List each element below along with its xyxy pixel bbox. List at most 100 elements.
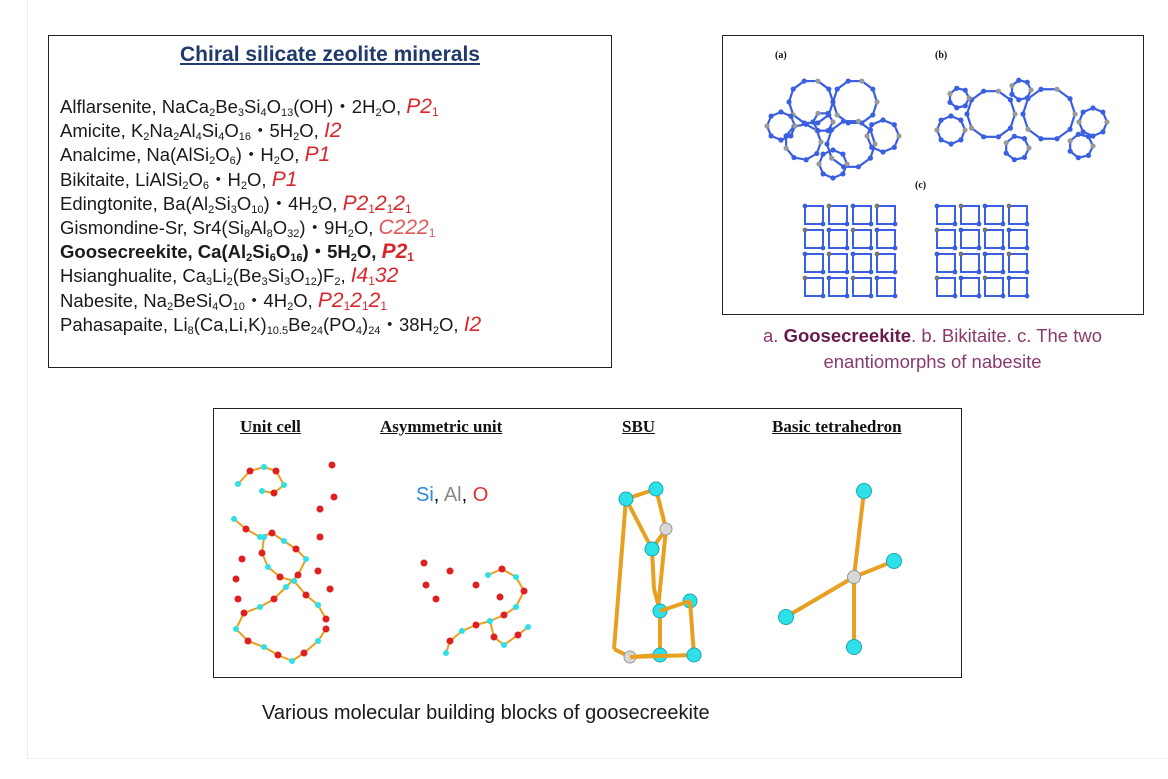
silicon-atom: [856, 483, 872, 499]
framework-node: [855, 118, 862, 124]
framework-node: [976, 221, 982, 227]
mineral-name: Nabesite,: [60, 289, 144, 311]
framework-node: [962, 87, 968, 93]
framework-node: [952, 269, 958, 275]
silicon-atom: [315, 638, 321, 644]
mineral-formula: Ca(Al2Si6O16)・5H2O,: [197, 241, 382, 265]
framework-node: [844, 221, 850, 227]
oxygen-atom: [472, 621, 480, 629]
bond: [629, 653, 695, 659]
cage-square: [936, 229, 956, 249]
framework-node: [1090, 143, 1096, 149]
framework-node: [850, 227, 856, 233]
framework-node: [1067, 138, 1073, 144]
framework-node: [952, 221, 958, 227]
framework-node: [934, 127, 940, 133]
framework-node: [802, 227, 808, 233]
silicon-atom: [265, 564, 271, 570]
mineral-formula: LiAlSi2O6・H2O,: [135, 168, 272, 192]
cage-square: [852, 253, 872, 273]
cage-square: [984, 205, 1004, 225]
framework-node: [802, 251, 808, 257]
framework-node: [892, 245, 898, 251]
oxygen-atom: [294, 571, 302, 579]
silicon-atom: [778, 609, 794, 625]
framework-node: [1021, 136, 1028, 142]
silicon-atom: [525, 624, 531, 630]
framework-node: [874, 99, 880, 105]
oxygen-atom: [446, 567, 454, 575]
mineral-item: Alflarsenite, NaCa2Be3Si4O13(OH)・2H2O, P…: [60, 95, 481, 119]
cage-square: [876, 205, 896, 225]
building-blocks-figure: [231, 461, 902, 664]
mineral-name: Gismondine-Sr,: [60, 217, 193, 239]
mineral-name: Bikitaite,: [60, 168, 136, 190]
asymmetric-unit-branch: [487, 618, 531, 648]
framework-bond: [1021, 113, 1030, 130]
framework-node: [1009, 91, 1015, 97]
framework-bond: [1068, 98, 1077, 115]
framework-node: [1100, 109, 1106, 115]
framework-node: [892, 221, 898, 227]
framework-node: [1100, 129, 1106, 135]
framework-node: [1076, 119, 1082, 125]
framework-node: [868, 245, 874, 251]
space-group: P1: [304, 143, 331, 167]
oxygen-atom: [314, 567, 322, 575]
framework-node: [976, 293, 982, 299]
heading-sbu: SBU: [622, 417, 656, 436]
framework-node: [814, 150, 820, 157]
framework-node: [1003, 150, 1009, 156]
silicon-atom: [501, 642, 507, 648]
framework-node: [952, 245, 958, 251]
mineral-formula: Na(AlSi2O6)・H2O,: [146, 144, 305, 168]
cage-square: [828, 277, 848, 297]
framework-node: [844, 269, 850, 275]
framework-node: [1024, 245, 1030, 251]
framework-node: [1021, 154, 1028, 160]
framework-node: [764, 123, 770, 129]
cage-square: [828, 229, 848, 249]
tetrahedron: [778, 483, 902, 655]
cage-square: [960, 253, 980, 273]
mineral-formula: Na2BeSi4O10・4H2O,: [143, 289, 318, 313]
framework-node: [818, 139, 824, 145]
framework-node: [792, 123, 798, 129]
cage-square: [1008, 229, 1028, 249]
framework-node: [870, 86, 876, 92]
oxygen-atom: [420, 559, 428, 567]
framework-node: [874, 227, 880, 233]
space-group: I4132: [350, 264, 399, 289]
framework-bond: [1021, 98, 1030, 115]
framework-node: [1020, 111, 1026, 117]
framework-node: [840, 171, 846, 177]
framework-node: [1024, 95, 1030, 101]
framework-node: [825, 128, 831, 134]
framework-node: [820, 269, 826, 275]
oxygen-atom: [292, 545, 300, 553]
silicon-atom: [686, 647, 702, 663]
silicon-atom: [257, 604, 263, 610]
mineral-item: Goosecreekite, Ca(Al2Si6O16)・5H2O, P21: [60, 240, 481, 264]
framework-node: [891, 122, 897, 128]
framework-node: [1003, 140, 1009, 146]
framework-node: [850, 251, 856, 257]
silicon-atom: [644, 541, 660, 557]
framework-node: [830, 175, 836, 181]
central-atom: [847, 570, 861, 584]
oxygen-atom: [240, 609, 248, 617]
framework-node: [869, 122, 875, 128]
oxygen-atom: [446, 637, 454, 645]
cage-square: [804, 229, 824, 249]
framework-node: [995, 88, 1002, 94]
oxygen-atom: [258, 549, 266, 557]
oxygen-atom: [490, 633, 498, 641]
framework-node: [840, 118, 847, 124]
framework-node: [1024, 269, 1030, 275]
mineral-item: Hsianghualite, Ca3Li2(Be3Si3O12)F2, I413…: [60, 264, 481, 288]
framework-node: [976, 245, 982, 251]
framework-node: [938, 137, 944, 143]
framework-node: [868, 221, 874, 227]
oxygen-atom: [302, 591, 310, 599]
cage-square: [984, 253, 1004, 273]
